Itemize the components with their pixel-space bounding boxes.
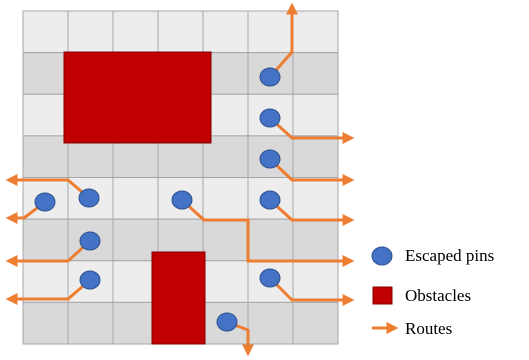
grid-cell bbox=[202, 260, 249, 303]
escaped-pin bbox=[259, 67, 281, 87]
grid-cell bbox=[247, 218, 294, 262]
obstacle-large bbox=[63, 51, 212, 144]
route-right-5 bbox=[268, 276, 355, 306]
legend-obstacle-swatch bbox=[372, 286, 393, 305]
grid-cell bbox=[202, 177, 249, 220]
grid-cell bbox=[202, 218, 249, 262]
grid-cell bbox=[112, 177, 159, 220]
grid-cell bbox=[22, 301, 69, 345]
legend-label-escaped-pins: Escaped pins bbox=[405, 246, 494, 265]
legend-pin-swatch bbox=[371, 246, 393, 266]
grid-cell bbox=[112, 301, 159, 345]
grid-cell bbox=[202, 10, 249, 54]
legend-label-obstacles: Obstacles bbox=[405, 286, 471, 305]
grid-cell bbox=[292, 218, 339, 262]
grid-cell bbox=[67, 301, 114, 345]
obstacle-small bbox=[151, 251, 206, 345]
grid-cell bbox=[292, 135, 339, 178]
route-top-exit bbox=[268, 2, 298, 78]
obstacles-layer bbox=[63, 51, 212, 345]
grid-cell bbox=[22, 52, 69, 95]
grid-cell bbox=[22, 218, 69, 262]
grid-cell bbox=[22, 93, 69, 137]
escaped-pin bbox=[79, 270, 101, 290]
legend-item-escaped-pins: Escaped pins bbox=[371, 246, 494, 266]
grid-cell bbox=[247, 10, 294, 54]
grid-cell bbox=[112, 10, 159, 54]
escaped-pin bbox=[259, 108, 281, 128]
grid-cell bbox=[292, 93, 339, 137]
escaped-pin bbox=[259, 268, 281, 288]
grid-cell bbox=[112, 260, 159, 303]
grid-cell bbox=[22, 10, 69, 54]
escaped-pin bbox=[79, 231, 101, 251]
escaped-pin bbox=[216, 312, 238, 332]
route-right-4 bbox=[180, 198, 355, 267]
legend: Escaped pins Obstacles Routes bbox=[371, 246, 494, 338]
grid-cell bbox=[112, 218, 159, 262]
grid-cell bbox=[292, 301, 339, 345]
grid-cell bbox=[247, 301, 294, 345]
escaped-pin bbox=[171, 190, 193, 210]
escaped-pin bbox=[34, 192, 56, 212]
grid-cell bbox=[157, 10, 204, 54]
legend-item-routes: Routes bbox=[372, 319, 452, 338]
grid-cell bbox=[292, 52, 339, 95]
escaped-pins-layer bbox=[34, 67, 281, 332]
grid-cell bbox=[292, 10, 339, 54]
grid-cell bbox=[22, 135, 69, 178]
escaped-pin bbox=[78, 188, 100, 208]
escaped-pin bbox=[259, 190, 281, 210]
escaped-pin bbox=[259, 149, 281, 169]
route-right-2 bbox=[268, 157, 355, 186]
grid-cell bbox=[67, 10, 114, 54]
legend-label-routes: Routes bbox=[405, 319, 452, 338]
grid-cell bbox=[292, 177, 339, 220]
grid-cell bbox=[22, 260, 69, 303]
legend-item-obstacles: Obstacles bbox=[372, 286, 471, 305]
grid-cell bbox=[292, 260, 339, 303]
